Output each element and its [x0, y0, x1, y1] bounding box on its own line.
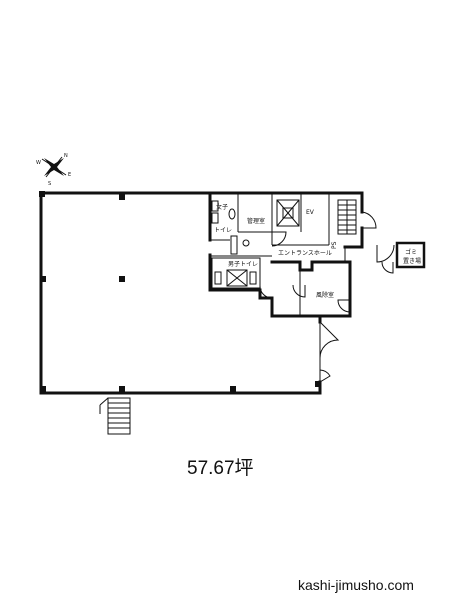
elevator: [276, 199, 300, 227]
service-core: [208, 191, 364, 257]
ev-label: EV: [306, 209, 315, 216]
office-floor-walls: [39, 191, 322, 395]
compass-north-label: N: [64, 153, 68, 159]
floor-area-label: 57.67坪: [187, 457, 254, 479]
management-room-label: 管理室: [247, 217, 265, 225]
entrance-hall-label: エントランスホール: [278, 250, 332, 257]
cleaning-room-label: 風除室: [316, 291, 334, 299]
vestibule-walls: [270, 244, 352, 318]
compass-icon: N W E S: [36, 153, 71, 187]
garbage-room-label-line1: ゴミ: [405, 248, 417, 256]
sink-area: PS: [230, 235, 338, 255]
compass-south-label: S: [48, 181, 51, 187]
site-footer-label: kashi-jimusho.com: [298, 577, 414, 593]
garbage-room: [395, 241, 426, 269]
compass-west-label: W: [36, 160, 41, 166]
external-stairs: [99, 397, 131, 435]
womens-toilet-label-line2: トイレ: [214, 227, 232, 234]
compass-east-label: E: [68, 172, 71, 178]
mens-toilet-label: 男子トイレ: [228, 261, 258, 268]
womens-toilet-label-line1: 女子: [216, 203, 228, 211]
stairwell-upper: [337, 199, 357, 235]
ps-label: PS: [331, 241, 338, 249]
garbage-room-label-line2: 置き場: [403, 257, 421, 265]
womens-toilet-fixtures: [211, 200, 236, 224]
structural-columns: [39, 191, 321, 392]
mens-toilet: [211, 257, 261, 289]
door-swings: [259, 211, 395, 383]
